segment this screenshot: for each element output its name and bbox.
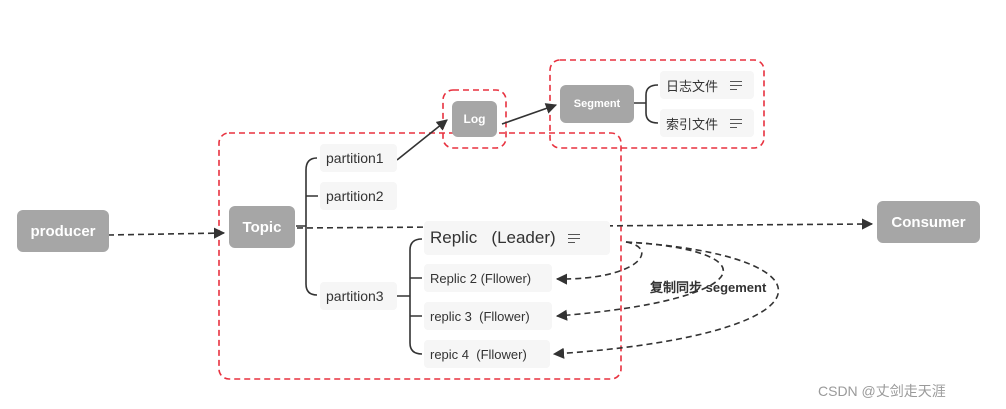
log-file-text: 日志文件 <box>666 78 719 94</box>
log-node: Log <box>452 101 497 137</box>
partition2-label: partition2 <box>320 182 397 210</box>
index-file-label: 索引文件 <box>660 109 754 137</box>
partition3-label: partition3 <box>320 282 397 310</box>
csdn-watermark: CSDN @丈剑走天涯 <box>818 383 946 399</box>
segment-node: Segment <box>560 85 634 123</box>
sync-arrow-replic4 <box>552 241 780 359</box>
segment-boundary <box>549 59 765 149</box>
sync-segment-label: 复制同步 segement <box>650 280 767 295</box>
topic-to-consumer-arrow <box>296 218 874 230</box>
segment-tree-bracket <box>634 84 659 124</box>
partition1-label: partition1 <box>320 144 397 172</box>
replica-4-label: repic 4 (Fllower) <box>424 340 550 368</box>
replica-3-label: replic 3 (Fllower) <box>424 302 552 330</box>
index-file-text: 索引文件 <box>666 116 719 132</box>
lines-icon <box>730 118 743 128</box>
partition3-tree-bracket <box>397 238 423 355</box>
lines-icon <box>730 80 743 90</box>
replica-leader-label: Replic (Leader) <box>424 221 610 255</box>
sync-arrow-replic3 <box>555 241 725 321</box>
producer-to-topic-arrow <box>107 227 226 239</box>
topic-node: Topic <box>229 206 295 248</box>
log-file-label: 日志文件 <box>660 71 754 99</box>
topic-tree-bracket <box>296 157 318 296</box>
lines-icon <box>567 233 580 243</box>
log-to-segment-arrow <box>501 103 558 125</box>
log-boundary <box>442 89 507 149</box>
sync-arrow-replic2 <box>555 241 643 285</box>
topic-boundary <box>218 132 622 380</box>
consumer-node: Consumer <box>877 201 980 243</box>
replica-2-label: Replic 2 (Fllower) <box>424 264 552 292</box>
producer-node: producer <box>17 210 109 252</box>
replica-leader-text: Replic (Leader) <box>430 228 556 247</box>
partition1-to-log-arrow <box>396 119 448 161</box>
